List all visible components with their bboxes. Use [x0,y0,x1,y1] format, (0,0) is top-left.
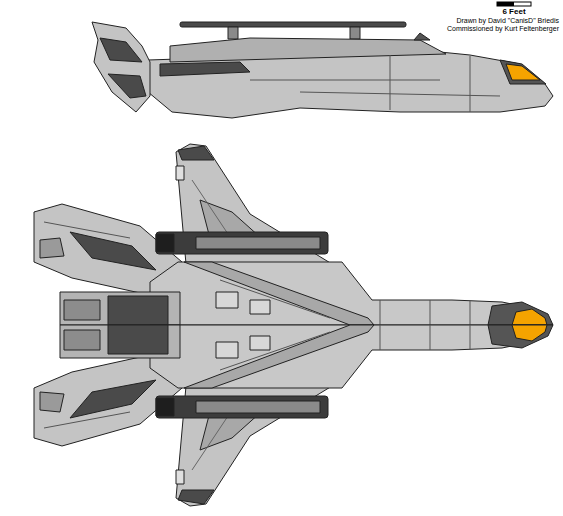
credit-text: Commissioned by Kurt Feltenberger [447,25,559,32]
credit-text: Drawn by David "CanisD" Briedis [456,17,559,24]
scale-text: 6 Feet [502,8,525,16]
